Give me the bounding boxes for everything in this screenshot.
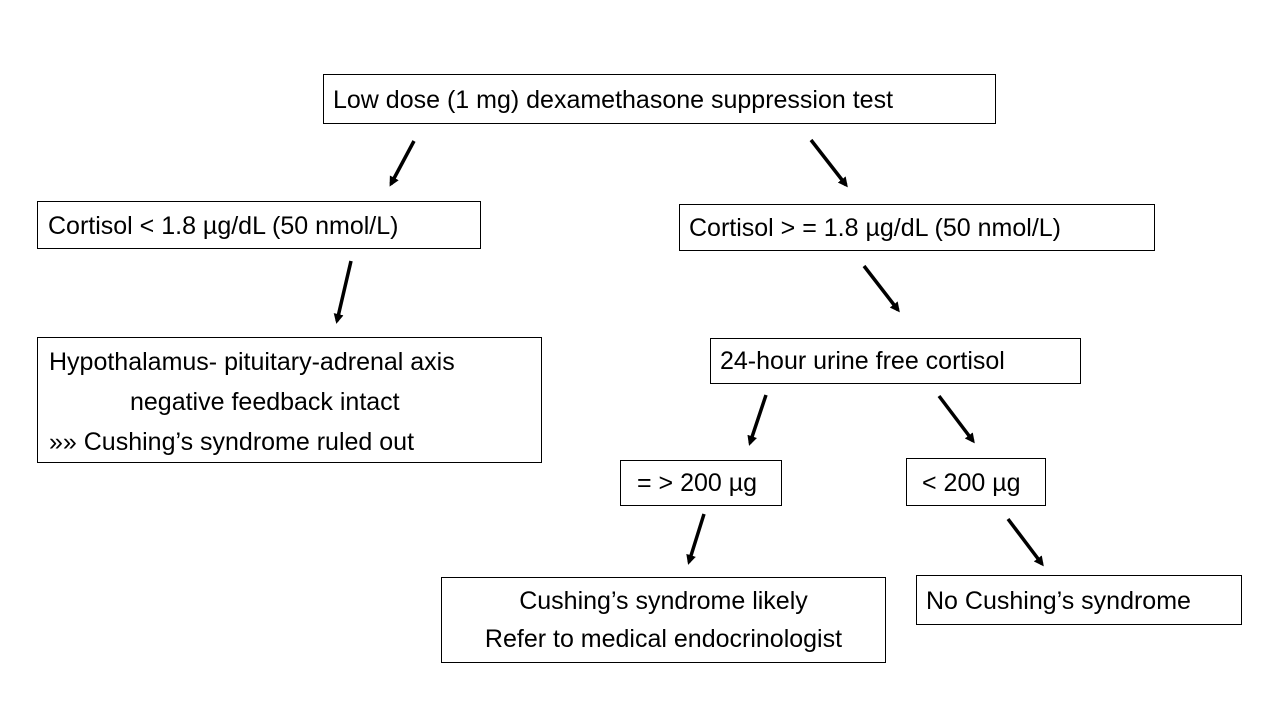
node-cortisol-high: Cortisol > = 1.8 µg/dL (50 nmol/L) (679, 204, 1155, 251)
node-ge-200: = > 200 µg (620, 460, 782, 506)
node-no-cushing-label: No Cushing’s syndrome (926, 587, 1191, 615)
node-lt-200: < 200 µg (906, 458, 1046, 506)
node-lt-200-label: < 200 µg (922, 469, 1021, 497)
node-ruled-out-line-1: Hypothalamus- pituitary-adrenal axis (49, 348, 455, 376)
node-cortisol-high-label: Cortisol > = 1.8 µg/dL (50 nmol/L) (689, 214, 1061, 242)
arrow-lt-200-to-no-cushing (1006, 517, 1044, 567)
node-dexamethasone-test: Low dose (1 mg) dexamethasone suppressio… (323, 74, 996, 124)
node-ruled-out-line-2: negative feedback intact (130, 388, 400, 416)
node-cushing-likely: Cushing’s syndrome likely Refer to medic… (441, 577, 886, 663)
arrow-urine-to-lt-200 (937, 394, 975, 444)
node-ge-200-label: = > 200 µg (637, 469, 758, 497)
node-ruled-out-line-3: »» Cushing’s syndrome ruled out (49, 428, 415, 456)
arrow-start-to-cortisol-low (389, 140, 416, 187)
arrow-start-to-cortisol-high (809, 138, 848, 188)
node-cortisol-low: Cortisol < 1.8 µg/dL (50 nmol/L) (37, 201, 481, 249)
node-likely-line-2: Refer to medical endocrinologist (484, 625, 843, 653)
arrow-ge-200-to-likely (686, 513, 706, 565)
node-urine-free-cortisol: 24-hour urine free cortisol (710, 338, 1081, 384)
node-cushing-ruled-out: Hypothalamus- pituitary-adrenal axis neg… (37, 337, 542, 463)
node-cortisol-low-label: Cortisol < 1.8 µg/dL (50 nmol/L) (48, 212, 399, 240)
arrow-cortisol-high-to-urine (862, 264, 900, 313)
node-urine-free-cortisol-label: 24-hour urine free cortisol (720, 347, 1005, 375)
node-likely-line-1: Cushing’s syndrome likely (519, 587, 808, 615)
node-no-cushing: No Cushing’s syndrome (916, 575, 1242, 625)
node-dexamethasone-test-label: Low dose (1 mg) dexamethasone suppressio… (333, 86, 894, 114)
arrow-urine-to-ge-200 (747, 394, 768, 446)
arrow-cortisol-low-to-ruled-out (333, 260, 353, 324)
